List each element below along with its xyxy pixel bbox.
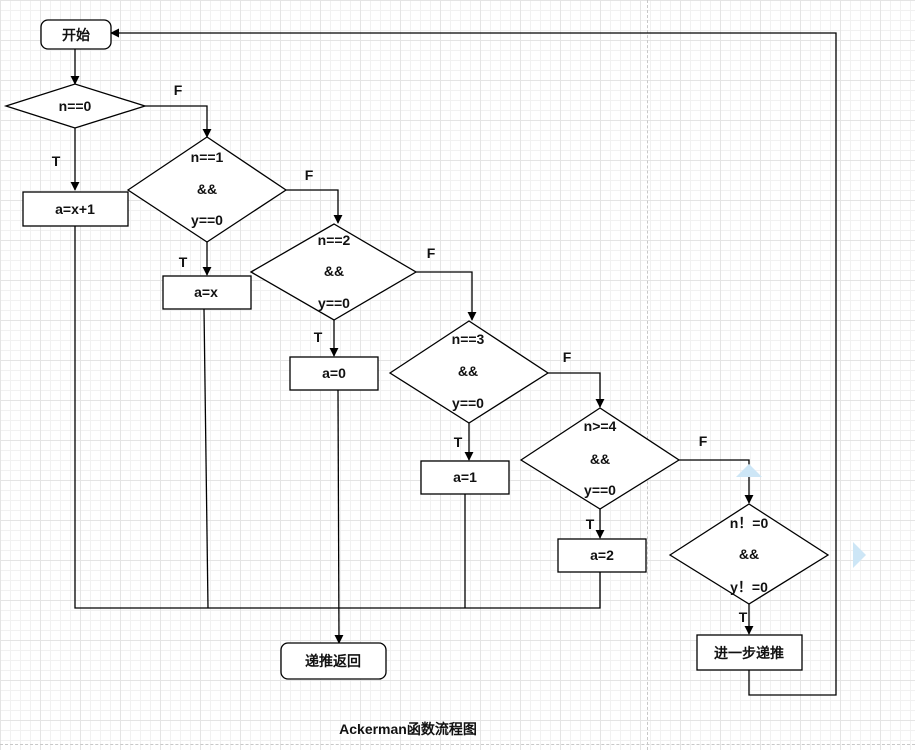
decision-n-not-zero-line3: y！=0 <box>730 579 768 595</box>
start-terminal-label: 开始 <box>62 27 90 43</box>
edge-label-n3-false: F <box>563 349 572 365</box>
process-a-x-plus-1-label: a=x+1 <box>55 201 95 217</box>
process-a-x: a=x <box>162 275 252 310</box>
process-a-2-label: a=2 <box>590 547 614 563</box>
start-terminal: 开始 <box>40 19 112 50</box>
diagram-title: Ackerman函数流程图 <box>339 721 477 737</box>
decision-n-not-zero-line1: n！=0 <box>730 515 769 531</box>
edge-label-n3-true: T <box>454 434 463 450</box>
edge-n3-false <box>548 372 605 408</box>
hover-arrow-up-icon[interactable] <box>736 464 762 477</box>
process-a-x-label: a=x <box>194 284 218 300</box>
process-a-0: a=0 <box>289 356 379 391</box>
decision-n-gte-4-line2: && <box>590 451 610 467</box>
connectors <box>70 28 837 696</box>
process-a-0-label: a=0 <box>322 365 346 381</box>
decision-n-equals-2: n==2 && y==0 <box>249 223 418 321</box>
decision-n-equals-3-line3: y==0 <box>452 395 484 411</box>
decision-n-equals-1-line2: && <box>197 181 217 197</box>
edge-label-n2-false: F <box>427 245 436 261</box>
process-a-2: a=2 <box>557 538 647 573</box>
decision-n-equals-2-line3: y==0 <box>318 295 350 311</box>
decision-n-equals-2-line2: && <box>324 263 344 279</box>
decision-n-gte-4-line1: n>=4 <box>584 418 617 434</box>
process-recurse-label: 进一步递推 <box>714 645 784 661</box>
edge-label-n0-false: F <box>174 82 183 98</box>
process-a-1-label: a=1 <box>453 469 477 485</box>
page-break-line-horizontal <box>0 744 915 745</box>
edge-n2-false <box>416 271 477 321</box>
edge-from-ax <box>203 308 209 609</box>
process-a-x-plus-1: a=x+1 <box>22 191 129 227</box>
edge-label-n2-true: T <box>314 329 323 345</box>
edge-to-return <box>334 389 344 644</box>
edge-label-n4-false: F <box>699 433 708 449</box>
edge-label-n0-true: T <box>52 153 61 169</box>
edge-n4-false <box>679 459 754 504</box>
return-terminal: 递推返回 <box>280 642 387 680</box>
decision-n-equals-3: n==3 && y==0 <box>388 320 550 424</box>
decision-n-gte-4: n>=4 && y==0 <box>519 407 681 510</box>
process-a-1: a=1 <box>420 460 510 495</box>
process-recurse: 进一步递推 <box>696 634 803 671</box>
edge-n1-false <box>286 189 343 224</box>
page-break-line-vertical <box>647 0 648 750</box>
decision-n-equals-2-line1: n==2 <box>318 232 351 248</box>
edge-labels: F T F T F T F T F T T <box>52 82 748 625</box>
edge-recurse-loop <box>110 28 837 696</box>
decision-n-not-zero: n！=0 && y！=0 <box>668 503 830 605</box>
decision-n-equals-1-line1: n==1 <box>191 149 224 165</box>
edge-label-nz-true: T <box>739 609 748 625</box>
return-terminal-label: 递推返回 <box>305 653 361 669</box>
decision-n-equals-3-line1: n==3 <box>452 331 485 347</box>
edge-collect-bus <box>74 226 601 609</box>
decision-n-equals-0: n==0 <box>3 83 148 129</box>
decision-n-equals-3-line2: && <box>458 363 478 379</box>
decision-n-not-zero-line2: && <box>739 546 759 562</box>
decision-n-equals-1: n==1 && y==0 <box>126 136 288 243</box>
decision-n-gte-4-line3: y==0 <box>584 482 616 498</box>
edge-label-n4-true: T <box>586 516 595 532</box>
edge-label-n1-false: F <box>305 167 314 183</box>
decision-n-equals-0-label: n==0 <box>59 98 92 114</box>
decision-n-equals-1-line3: y==0 <box>191 212 223 228</box>
edge-n0-false <box>145 105 212 138</box>
hover-arrow-right-icon[interactable] <box>853 542 866 568</box>
edge-label-n1-true: T <box>179 254 188 270</box>
